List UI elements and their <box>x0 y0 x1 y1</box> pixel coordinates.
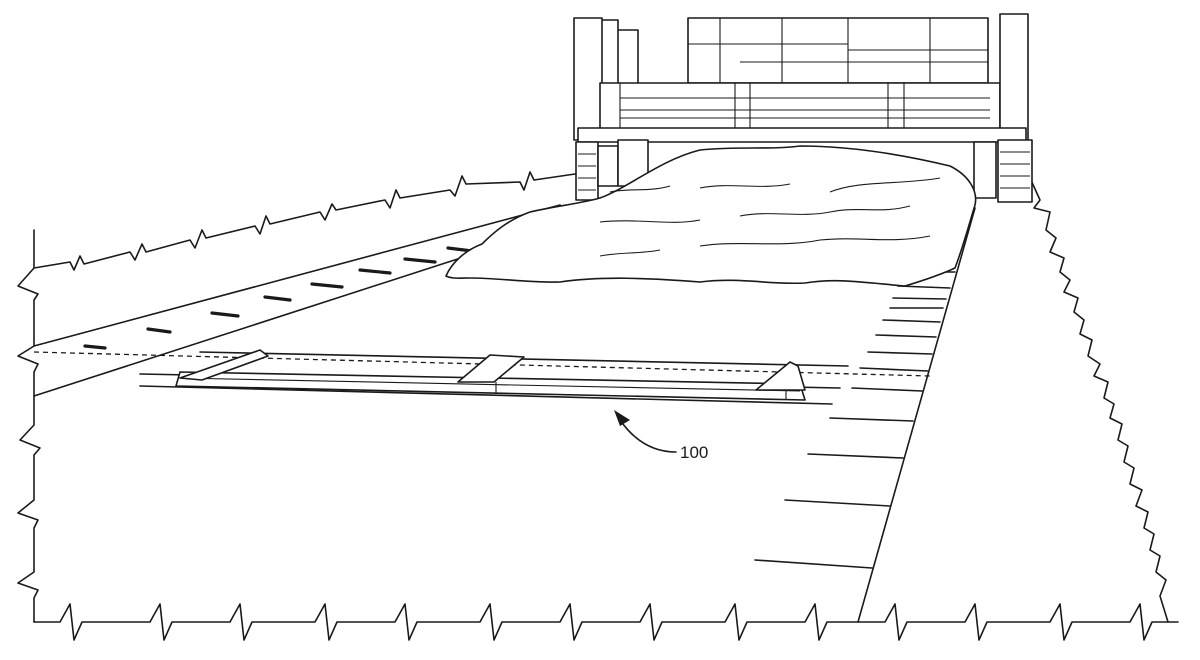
bottom-break-line <box>33 603 1179 641</box>
reference-arrow-head <box>614 410 630 426</box>
dowel-bars <box>754 271 956 569</box>
slab-bottom-edge <box>33 254 471 397</box>
support-chair-right <box>755 361 806 391</box>
support-chair-left <box>179 349 269 381</box>
concrete-texture <box>599 177 941 257</box>
paving-machine <box>573 13 1033 203</box>
right-break-line <box>1029 177 1169 623</box>
concrete-pile <box>445 145 977 287</box>
left-horizon-break-line <box>33 171 576 271</box>
slab-top-edge <box>33 204 561 347</box>
reference-label-100: 100 <box>680 443 708 462</box>
right-slab-edge <box>857 207 976 623</box>
support-chair-center <box>457 354 525 383</box>
reference-leader-line <box>619 419 677 453</box>
left-break-line <box>17 229 41 623</box>
bar-assembly <box>139 351 849 405</box>
centerline-dashes <box>83 246 474 350</box>
